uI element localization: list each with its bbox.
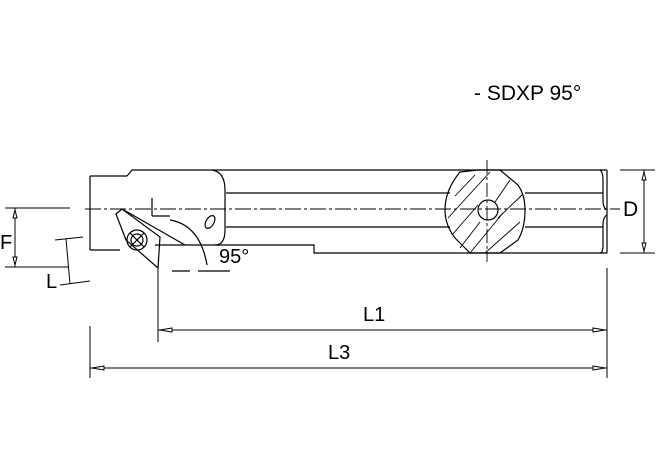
drawing-title: - SDXP 95° (474, 82, 582, 105)
l-dimension (54, 236, 91, 286)
dimension-label-f: F (0, 232, 13, 254)
dimension-label-l1: L1 (363, 304, 386, 326)
shank-outline (89, 169, 608, 254)
insert (115, 208, 186, 270)
l1-dimension (157, 268, 608, 378)
dimension-label-d: D (623, 198, 639, 221)
f-dimension (5, 207, 70, 268)
l3-dimension (89, 326, 607, 378)
dimension-label-l3: L3 (328, 342, 351, 364)
d-dimension (620, 169, 655, 254)
dimension-label-l: L (46, 271, 58, 293)
angle-dimension (151, 198, 230, 272)
cross-section (444, 160, 526, 262)
dimension-label-angle: 95° (219, 246, 250, 268)
